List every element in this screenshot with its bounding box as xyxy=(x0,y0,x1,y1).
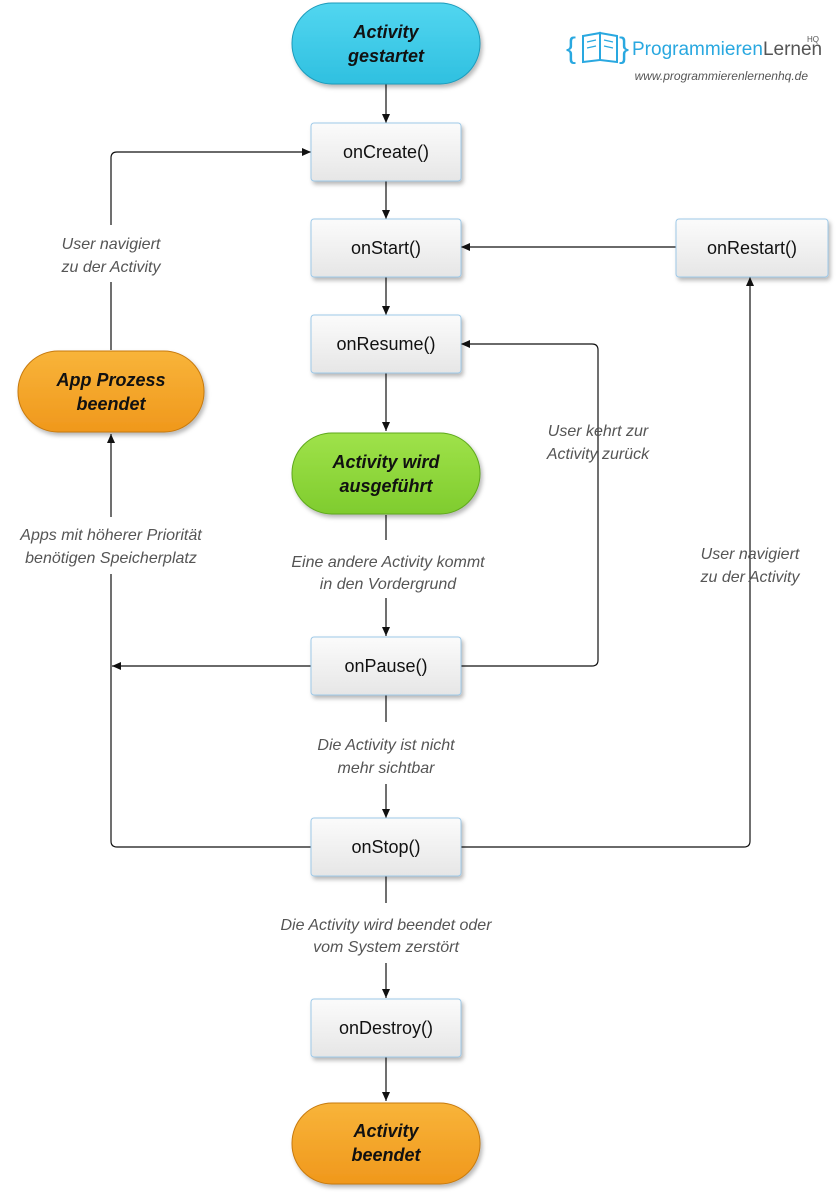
activity-running-line2: ausgeführt xyxy=(339,476,433,496)
oncreate-label: onCreate() xyxy=(343,142,429,162)
onstart-label: onStart() xyxy=(351,238,421,258)
label-user-navigates-right: User navigiert zu der Activity xyxy=(700,546,801,586)
activity-started-line2: gestartet xyxy=(347,46,425,66)
activity-started-line1: Activity xyxy=(352,22,419,42)
higher-priority-apps-line1: Apps mit höherer Priorität xyxy=(19,527,202,544)
process-killed-line1: App Prozess xyxy=(55,370,165,390)
book-icon: { } xyxy=(566,31,629,65)
node-activity-ended: Activity beendet xyxy=(291,1102,481,1185)
user-navigates-right-line1: User navigiert xyxy=(701,546,800,563)
ondestroy-label: onDestroy() xyxy=(339,1018,433,1038)
activity-ended-line1: Activity xyxy=(352,1121,419,1141)
node-onstop: onStop() xyxy=(310,817,462,877)
activity-ended-line2: beendet xyxy=(351,1145,421,1165)
node-oncreate: onCreate() xyxy=(310,122,462,182)
connectors xyxy=(107,84,754,1101)
label-user-returns: User kehrt zur Activity zurück xyxy=(546,423,650,463)
brand-name: ProgrammierenLernen xyxy=(632,39,822,60)
no-longer-visible-line2: mehr sichtbar xyxy=(338,760,436,777)
brand-url: www.programmierenlernenhq.de xyxy=(635,69,809,83)
onpause-label: onPause() xyxy=(344,656,427,676)
label-no-longer-visible: Die Activity ist nicht mehr sichtbar xyxy=(317,737,455,777)
brace-left-icon: { xyxy=(566,32,576,65)
label-user-navigates-left: User navigiert zu der Activity xyxy=(61,236,162,276)
node-onrestart: onRestart() xyxy=(675,218,829,278)
user-navigates-left-line1: User navigiert xyxy=(62,236,161,253)
other-activity-foreground-line1: Eine andere Activity kommt xyxy=(291,554,485,571)
activity-running-line1: Activity wird xyxy=(331,452,440,472)
user-navigates-right-line2: zu der Activity xyxy=(700,569,801,586)
other-activity-foreground-line2: in den Vordergrund xyxy=(320,576,457,593)
onresume-label: onResume() xyxy=(336,334,435,354)
edge-onstop-to-process-killed xyxy=(110,574,311,848)
onstop-label: onStop() xyxy=(351,837,420,857)
label-finishing-or-destroyed: Die Activity wird beendet oder vom Syste… xyxy=(280,917,492,956)
process-killed-line2: beendet xyxy=(76,394,146,414)
node-onresume: onResume() xyxy=(310,314,462,374)
node-onstart: onStart() xyxy=(310,218,462,278)
node-ondestroy: onDestroy() xyxy=(310,998,462,1058)
no-longer-visible-line1: Die Activity ist nicht xyxy=(317,737,455,754)
label-higher-priority-apps: Apps mit höherer Priorität benötigen Spe… xyxy=(19,527,202,567)
user-returns-line1: User kehrt zur xyxy=(548,423,649,440)
edge-onstop-to-onrestart xyxy=(461,277,754,848)
label-other-activity-foreground: Eine andere Activity kommt in den Vorder… xyxy=(291,554,485,593)
brand-superscript: HQ xyxy=(807,35,819,44)
higher-priority-apps-line2: benötigen Speicherplatz xyxy=(25,550,197,567)
user-navigates-left-line2: zu der Activity xyxy=(61,259,162,276)
brand-logo: { } ProgrammierenLernen HQ www.programmi… xyxy=(566,31,822,83)
user-returns-line2: Activity zurück xyxy=(546,446,650,463)
onrestart-label: onRestart() xyxy=(707,238,797,258)
node-process-killed: App Prozess beendet xyxy=(17,350,205,433)
node-activity-running: Activity wird ausgeführt xyxy=(291,432,481,515)
node-activity-started: Activity gestartet xyxy=(291,2,481,85)
brace-right-icon: } xyxy=(619,32,629,65)
finishing-or-destroyed-line1: Die Activity wird beendet oder xyxy=(280,917,492,934)
edge-process-killed-to-oncreate xyxy=(110,148,311,225)
node-onpause: onPause() xyxy=(310,636,462,696)
edge-onpause-to-onresume xyxy=(461,340,599,667)
finishing-or-destroyed-line2: vom System zerstört xyxy=(313,939,459,956)
